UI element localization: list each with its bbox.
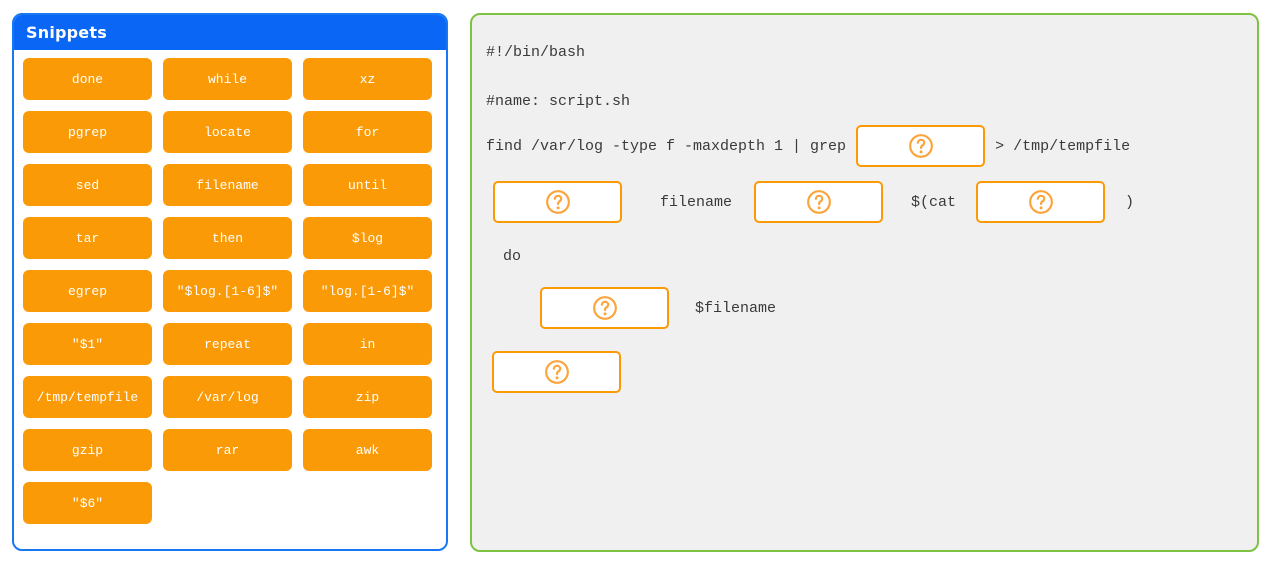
question-mark-circle-icon — [806, 190, 831, 214]
snippet-grid: done while xz pgrep locate for sed filen… — [23, 58, 437, 524]
dropzone-loop-in[interactable] — [754, 181, 884, 223]
code-line-shebang: #!/bin/bash — [486, 41, 1257, 63]
snippet-chip[interactable]: "$1" — [23, 323, 152, 365]
snippet-chip[interactable]: zip — [303, 376, 432, 418]
snippet-chip[interactable]: done — [23, 58, 152, 100]
snippet-chip[interactable]: then — [163, 217, 292, 259]
question-mark-circle-icon — [1028, 190, 1053, 214]
snippet-chip[interactable]: repeat — [163, 323, 292, 365]
code-text-find-suffix: > /tmp/tempfile — [995, 137, 1131, 155]
snippet-chip[interactable]: egrep — [23, 270, 152, 312]
snippet-chip[interactable]: for — [303, 111, 432, 153]
code-text-find-prefix: find /var/log -type f -maxdepth 1 | grep — [486, 137, 847, 155]
code-line-do: do — [486, 245, 1257, 267]
snippet-chip[interactable]: xz — [303, 58, 432, 100]
snippet-chip[interactable]: /var/log — [163, 376, 292, 418]
code-line-while: filename $(cat ) — [486, 181, 1257, 223]
code-line-command: $filename — [486, 287, 1257, 329]
snippet-chip[interactable]: while — [163, 58, 292, 100]
dropzone-grep-pattern[interactable] — [856, 125, 986, 167]
snippet-chip[interactable]: until — [303, 164, 432, 206]
snippets-panel-title: Snippets — [26, 23, 107, 42]
snippet-chip[interactable]: sed — [23, 164, 152, 206]
dropzone-command[interactable] — [540, 287, 669, 329]
snippet-chip[interactable]: "log.[1-6]$" — [303, 270, 432, 312]
snippet-chip[interactable]: pgrep — [23, 111, 152, 153]
code-text-shebang: #!/bin/bash — [486, 43, 586, 61]
code-editor-panel: #!/bin/bash #name: script.sh find /var/l… — [470, 13, 1259, 552]
snippet-chip[interactable]: /tmp/tempfile — [23, 376, 152, 418]
snippet-chip[interactable]: gzip — [23, 429, 152, 471]
snippets-panel: Snippets done while xz pgrep locate for … — [12, 13, 448, 551]
snippet-chip[interactable]: $log — [303, 217, 432, 259]
code-line-find: find /var/log -type f -maxdepth 1 | grep… — [486, 125, 1257, 167]
question-mark-circle-icon — [544, 360, 569, 384]
dropzone-cat-file[interactable] — [976, 181, 1106, 223]
code-text-name-comment: #name: script.sh — [486, 92, 631, 110]
question-mark-circle-icon — [908, 134, 933, 158]
code-line-done — [486, 351, 1257, 393]
snippet-chip[interactable]: tar — [23, 217, 152, 259]
code-line-name-comment: #name: script.sh — [486, 90, 1257, 112]
snippet-chip[interactable]: rar — [163, 429, 292, 471]
snippet-chip[interactable]: in — [303, 323, 432, 365]
snippet-chip[interactable]: "$6" — [23, 482, 152, 524]
snippets-panel-header: Snippets — [14, 15, 446, 50]
dropzone-loop-keyword[interactable] — [493, 181, 622, 223]
code-text-cat-open: $(cat — [911, 193, 957, 211]
snippet-chip[interactable]: locate — [163, 111, 292, 153]
snippet-chip[interactable]: awk — [303, 429, 432, 471]
question-mark-circle-icon — [545, 190, 570, 214]
snippets-panel-body: done while xz pgrep locate for sed filen… — [14, 50, 446, 533]
snippet-chip[interactable]: filename — [163, 164, 292, 206]
code-text-filename-var: filename — [660, 193, 733, 211]
question-mark-circle-icon — [592, 296, 617, 320]
snippet-chip[interactable]: "$log.[1-6]$" — [163, 270, 292, 312]
code-text-cat-close: ) — [1125, 193, 1135, 211]
dropzone-loop-end[interactable] — [492, 351, 621, 393]
code-text-do: do — [494, 247, 522, 265]
code-text-command-arg: $filename — [695, 299, 777, 317]
